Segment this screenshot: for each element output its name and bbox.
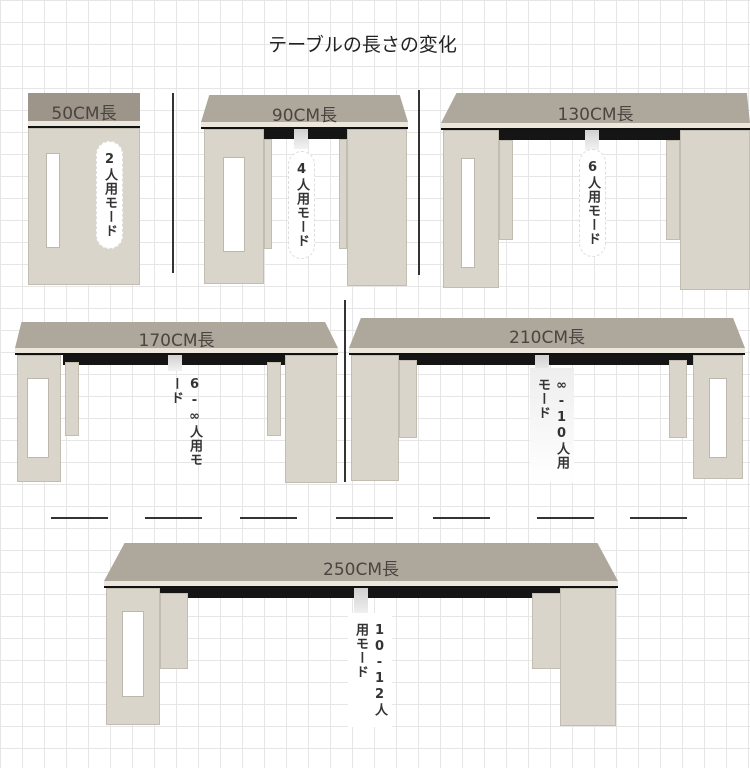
divider-dash bbox=[336, 517, 393, 519]
divider bbox=[344, 300, 346, 482]
table-90cm: 90CM長 4人用モード bbox=[201, 95, 408, 287]
page-title: テーブルの長さの変化 bbox=[268, 34, 457, 56]
center-post bbox=[294, 129, 308, 149]
table-130cm: 130CM長 6人用モード bbox=[441, 93, 750, 290]
leg-inner-right bbox=[666, 140, 680, 240]
length-label: 170CM長 bbox=[138, 331, 215, 351]
length-label: 210CM長 bbox=[509, 328, 585, 348]
table-edge bbox=[104, 581, 618, 588]
leg-inner-left bbox=[499, 140, 513, 240]
table-210cm: 210CM長 ∞-10人用モード bbox=[349, 318, 745, 482]
leg-inner-right bbox=[669, 360, 687, 438]
length-label: 130CM長 bbox=[557, 105, 634, 125]
leg-left bbox=[351, 355, 399, 481]
mode-label: 4人用モード bbox=[288, 151, 315, 259]
divider-dash bbox=[433, 517, 490, 519]
divider-dash bbox=[51, 517, 108, 519]
table-top bbox=[441, 93, 750, 123]
table-edge bbox=[28, 121, 140, 128]
table-top bbox=[15, 322, 338, 348]
divider-dash bbox=[537, 517, 594, 519]
mode-label: 2人用モード bbox=[96, 141, 123, 249]
length-label: 50CM長 bbox=[51, 104, 117, 124]
mode-label: 6人用モード bbox=[579, 149, 606, 257]
table-edge bbox=[201, 122, 408, 129]
mode-label: 10-12人用モード bbox=[348, 613, 392, 727]
table-body bbox=[28, 128, 140, 285]
table-edge bbox=[349, 348, 745, 355]
slot bbox=[122, 611, 144, 697]
leg-right bbox=[560, 588, 616, 726]
leg-inner-right bbox=[532, 593, 562, 669]
divider bbox=[172, 93, 174, 273]
table-top bbox=[28, 93, 140, 121]
center-post bbox=[168, 355, 182, 371]
leg-inner-left bbox=[399, 360, 417, 438]
leg-inner-left bbox=[65, 362, 79, 436]
leg-right bbox=[680, 130, 750, 290]
table-170cm: 170CM長 6-∞人用モード bbox=[15, 322, 338, 484]
table-underside bbox=[498, 130, 705, 140]
leg-right bbox=[285, 355, 337, 483]
leg-left bbox=[106, 588, 160, 725]
table-edge bbox=[15, 348, 338, 355]
slot bbox=[461, 158, 475, 268]
length-label: 90CM長 bbox=[271, 106, 338, 126]
divider bbox=[418, 90, 420, 275]
center-post bbox=[585, 130, 599, 150]
leg-inner-right bbox=[267, 362, 281, 436]
mode-label: ∞-10人用モード bbox=[530, 368, 574, 482]
table-50cm: 50CM長 2人用モード bbox=[28, 93, 140, 285]
table-edge bbox=[441, 123, 750, 130]
center-post bbox=[354, 588, 368, 616]
slot bbox=[27, 378, 49, 458]
mode-label: 6-∞人用モード bbox=[168, 377, 202, 467]
table-top bbox=[104, 543, 618, 581]
divider-dash bbox=[240, 517, 297, 519]
divider-dash bbox=[630, 517, 687, 519]
table-top bbox=[201, 95, 408, 122]
slot bbox=[709, 378, 727, 458]
leg-inner-left bbox=[160, 593, 188, 669]
table-250cm: 250CM長 10-12人用モード bbox=[104, 543, 618, 727]
leg-inner-left bbox=[264, 139, 272, 249]
length-label: 250CM長 bbox=[323, 560, 399, 580]
slot bbox=[223, 157, 245, 252]
divider-dash bbox=[145, 517, 202, 519]
leg-right bbox=[347, 129, 407, 286]
table-top bbox=[349, 318, 745, 348]
leg-inner-right bbox=[339, 139, 347, 249]
slot bbox=[46, 153, 60, 248]
